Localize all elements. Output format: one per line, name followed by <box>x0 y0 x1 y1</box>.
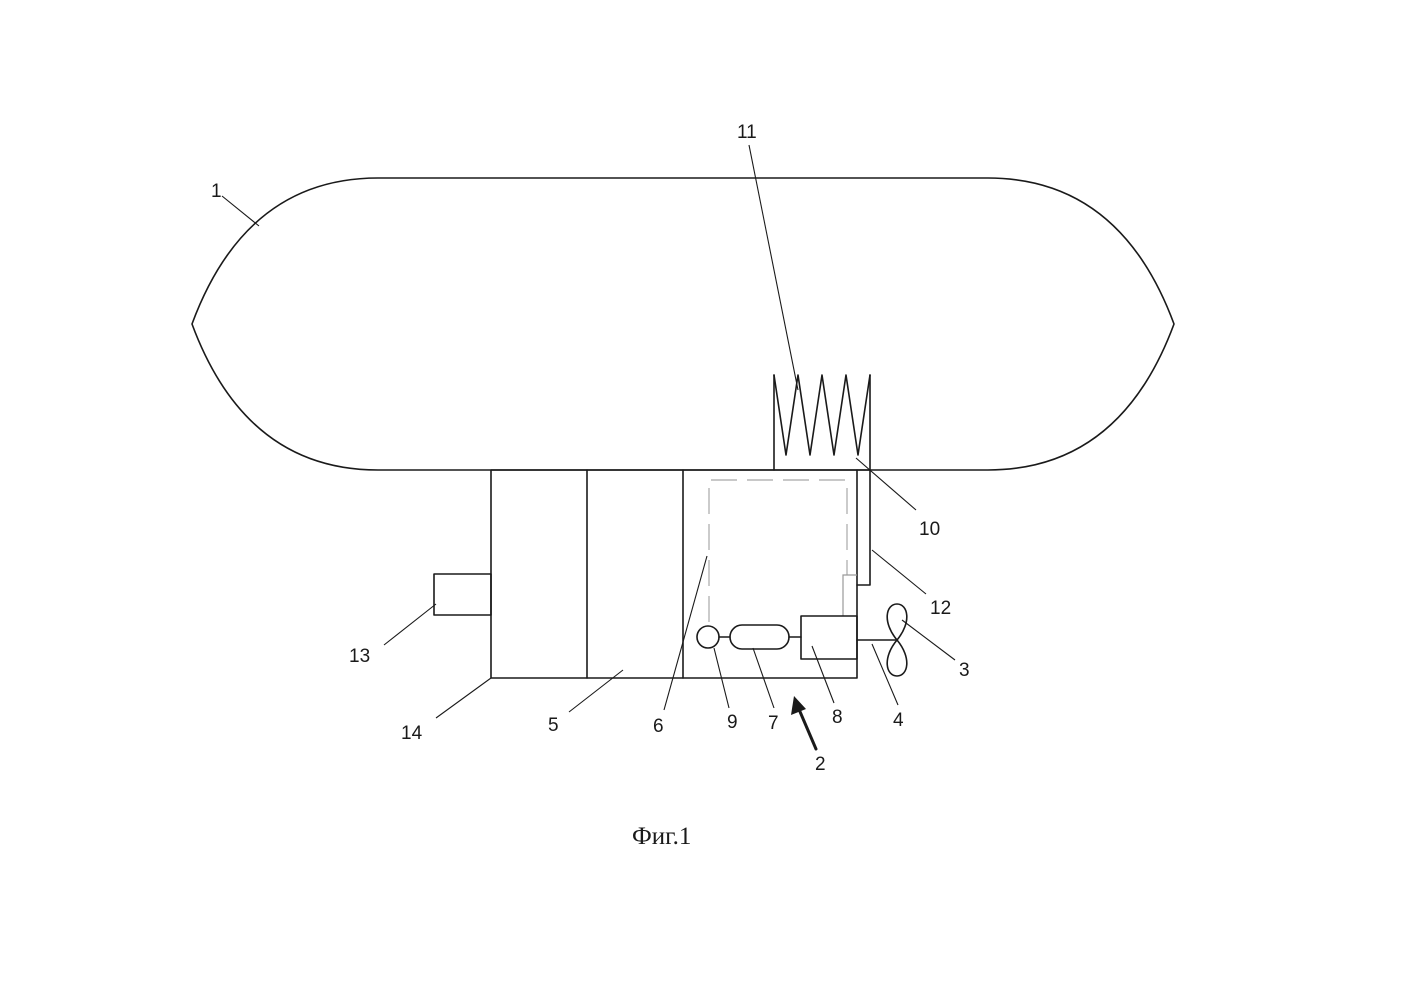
arrow-2-head <box>791 696 806 715</box>
leader-13 <box>383 603 437 646</box>
figure-caption: Фиг.1 <box>632 823 691 850</box>
unit-9-circle <box>696 625 720 649</box>
propeller-blades <box>886 603 908 677</box>
outlet-pipe <box>433 573 492 616</box>
label-3: 3 <box>959 660 970 681</box>
leader-11 <box>748 144 799 391</box>
label-8: 8 <box>832 707 843 728</box>
label-11: 11 <box>737 122 757 143</box>
duct-12 <box>856 469 871 586</box>
connector-pipe <box>842 574 857 616</box>
label-10: 10 <box>919 519 940 540</box>
leader-3 <box>901 619 956 661</box>
heat-exchanger-coil <box>773 374 871 456</box>
label-9: 9 <box>727 712 738 733</box>
unit-8-block <box>800 615 858 660</box>
label-13: 13 <box>349 646 370 667</box>
leader-1 <box>221 195 260 227</box>
arrow-2-shaft <box>796 705 818 751</box>
unit-7-capsule <box>729 624 790 650</box>
leader-9 <box>713 647 730 709</box>
label-12: 12 <box>930 598 951 619</box>
leader-5 <box>568 669 624 713</box>
leader-7 <box>752 647 775 709</box>
leader-14 <box>435 677 492 719</box>
label-14: 14 <box>401 723 423 744</box>
label-5: 5 <box>548 715 559 736</box>
label-4: 4 <box>893 710 904 731</box>
dashed-control-line <box>708 479 848 622</box>
label-7: 7 <box>768 713 779 734</box>
leader-8 <box>811 645 835 704</box>
gondola-body <box>490 469 858 679</box>
leader-12 <box>871 549 927 595</box>
label-6: 6 <box>653 716 664 737</box>
label-1: 1 <box>211 181 222 202</box>
leader-10 <box>855 457 917 511</box>
leader-4 <box>871 643 899 706</box>
leader-6 <box>663 555 708 711</box>
envelope-shape <box>191 177 1175 471</box>
label-2: 2 <box>815 754 826 775</box>
